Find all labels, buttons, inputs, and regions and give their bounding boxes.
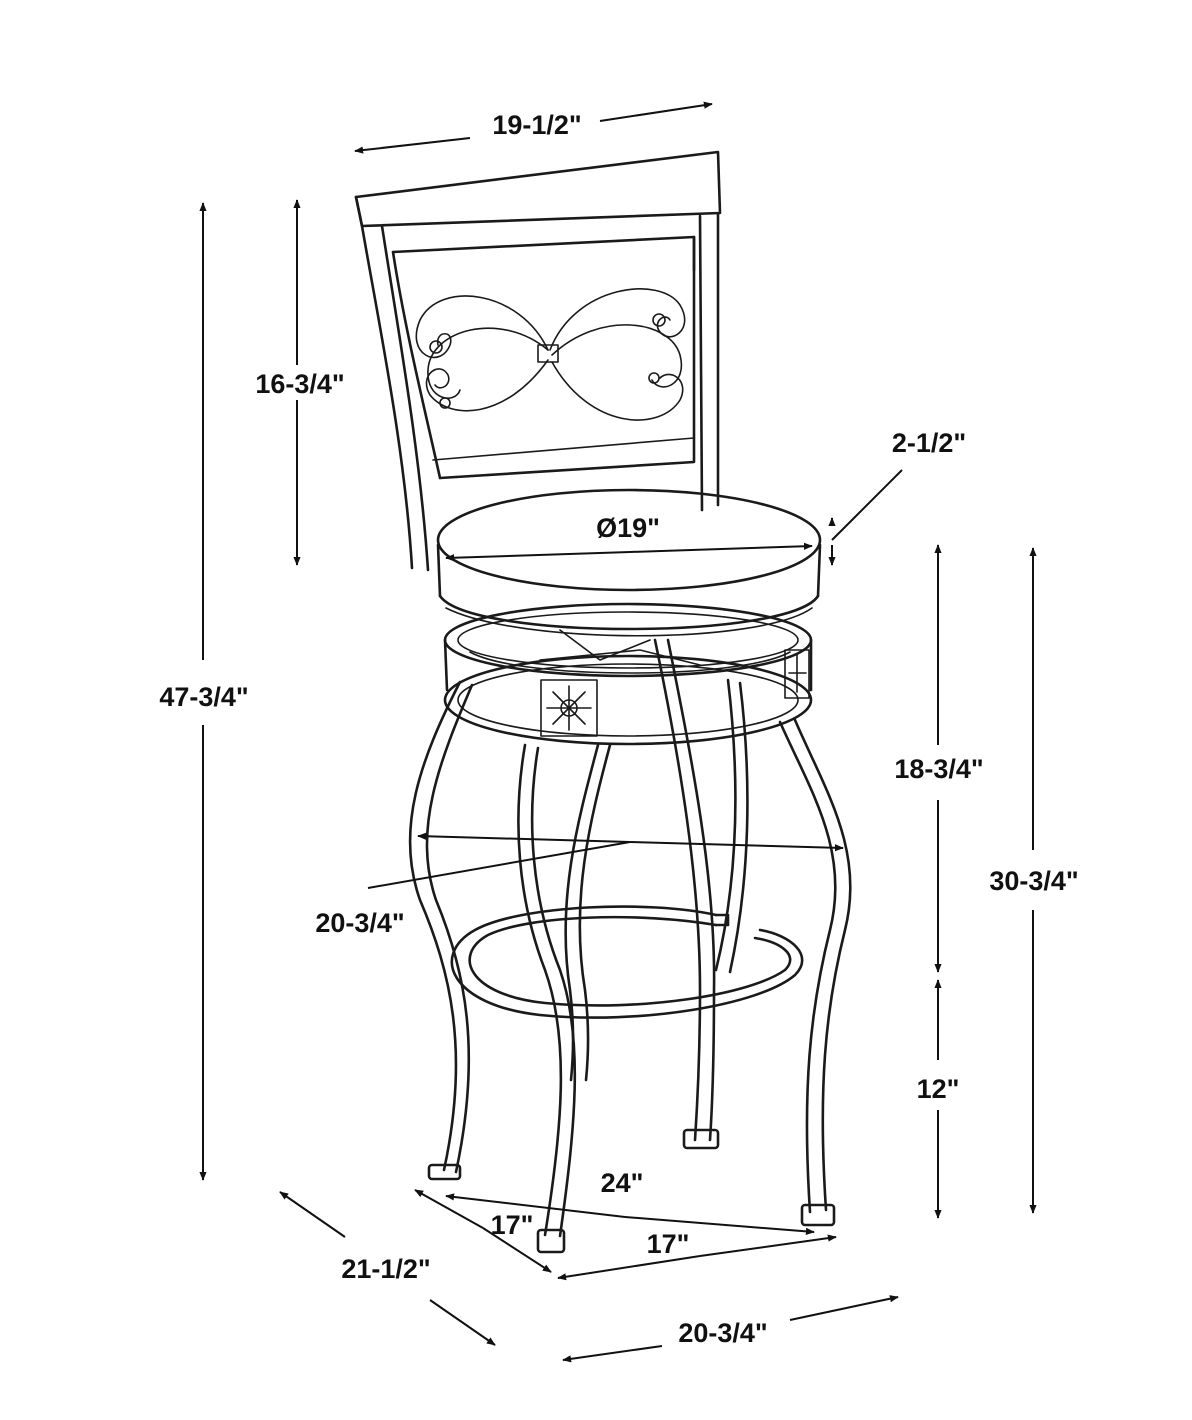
label-base-side-right: 17" <box>647 1229 690 1259</box>
medallion-front <box>540 679 598 737</box>
label-back-height: 16-3/4" <box>255 369 344 399</box>
dim-line-base-side-right <box>557 1255 701 1281</box>
label-overall-height: 47-3/4" <box>159 682 248 712</box>
dim-line-leg-span <box>417 832 631 843</box>
dimension-labels: 19-1/2" 16-3/4" 47-3/4" 2-1/2" Ø19" 18-3… <box>159 110 1078 1348</box>
backrest <box>354 150 722 572</box>
label-seat-diameter: Ø19" <box>596 513 660 543</box>
dim-line-overall-depth <box>279 1191 346 1238</box>
label-overall-width: 20-3/4" <box>678 1318 767 1348</box>
label-leg-span: 20-3/4" <box>315 908 404 938</box>
stool-drawing <box>354 150 852 1254</box>
dim-line-base-side-left <box>414 1189 484 1229</box>
label-base-diagonal: 24" <box>601 1168 644 1198</box>
legs <box>408 638 852 1254</box>
footrest-ring <box>450 905 804 1019</box>
medallion-side <box>784 649 810 699</box>
label-seat-thickness: 2-1/2" <box>892 428 966 458</box>
label-back-width: 19-1/2" <box>492 110 581 140</box>
label-base-side-left: 17" <box>491 1210 534 1240</box>
dim-line-back-width-left <box>354 137 471 154</box>
dim-line-seat-diameter <box>445 551 631 562</box>
label-footrest-height: 12" <box>917 1074 960 1104</box>
seat-ring <box>443 602 813 746</box>
label-seat-height: 30-3/4" <box>989 866 1078 896</box>
dimension-lines <box>199 101 1037 1363</box>
dim-line-back-width-right <box>599 101 713 122</box>
label-seat-to-footrest: 18-3/4" <box>894 754 983 784</box>
dim-line-base-diagonal <box>445 1193 626 1218</box>
label-overall-depth: 21-1/2" <box>341 1254 430 1284</box>
dim-line-overall-width <box>562 1345 663 1363</box>
scroll-ornament <box>415 288 686 421</box>
